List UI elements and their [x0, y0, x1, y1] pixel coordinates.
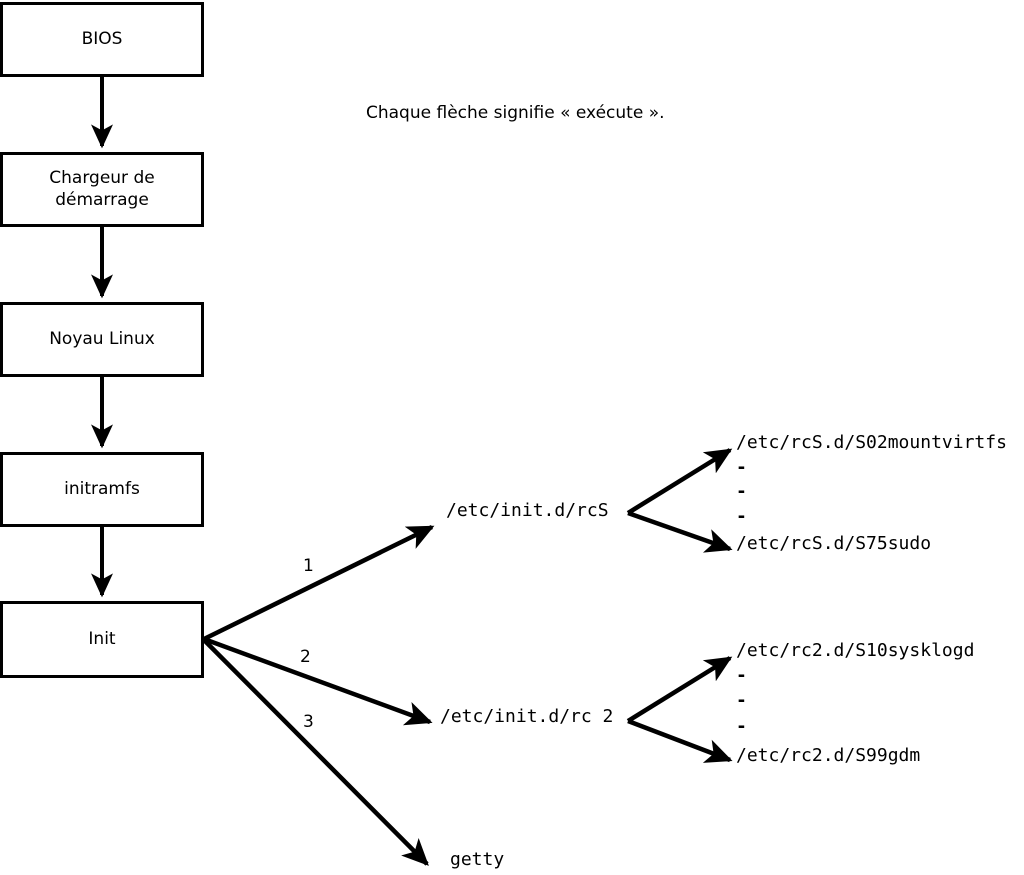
node-rc2-script[interactable]: /etc/init.d/rc 2: [440, 706, 614, 727]
node-getty[interactable]: getty: [450, 849, 505, 870]
edge-rc2-to-first-script: [626, 656, 733, 723]
node-rcs-first-script[interactable]: /etc/rcS.d/S02mountvirtfs: [736, 432, 1007, 453]
edge-label-3: 3: [303, 712, 314, 732]
edge-rcs-to-last-script: [627, 510, 733, 553]
edge-init-to-rcs: [203, 524, 435, 642]
edge-label-1: 1: [303, 556, 314, 576]
node-rc2-last-script[interactable]: /etc/rc2.d/S99gdm: [736, 745, 921, 766]
edge-rcs-to-first-script: [626, 448, 733, 515]
rcs-ellipsis-dash-1: -: [736, 457, 747, 478]
edge-label-2: 2: [300, 647, 311, 667]
node-rcs-script[interactable]: /etc/init.d/rcS: [446, 500, 609, 521]
diagram-caption: Chaque flèche signifie « exécute ».: [366, 103, 665, 123]
rcs-ellipsis-dash-3: -: [736, 506, 747, 527]
node-rc2-first-script[interactable]: /etc/rc2.d/S10sysklogd: [736, 640, 975, 661]
rc2-ellipsis-dash-3: -: [736, 716, 747, 737]
node-bios[interactable]: BIOS: [0, 2, 204, 77]
edge-init-to-rc2: [203, 636, 433, 726]
node-init[interactable]: Init: [0, 601, 204, 678]
node-kernel[interactable]: Noyau Linux: [0, 302, 204, 377]
rc2-ellipsis-dash-1: -: [736, 665, 747, 686]
edge-rc2-to-last-script: [627, 718, 733, 763]
rc2-ellipsis-dash-2: -: [736, 690, 747, 711]
node-initramfs[interactable]: initramfs: [0, 452, 204, 527]
node-bootloader[interactable]: Chargeur de démarrage: [0, 152, 204, 227]
node-rcs-last-script[interactable]: /etc/rcS.d/S75sudo: [736, 533, 932, 554]
rcs-ellipsis-dash-2: -: [736, 481, 747, 502]
edge-init-to-getty: [202, 638, 429, 866]
